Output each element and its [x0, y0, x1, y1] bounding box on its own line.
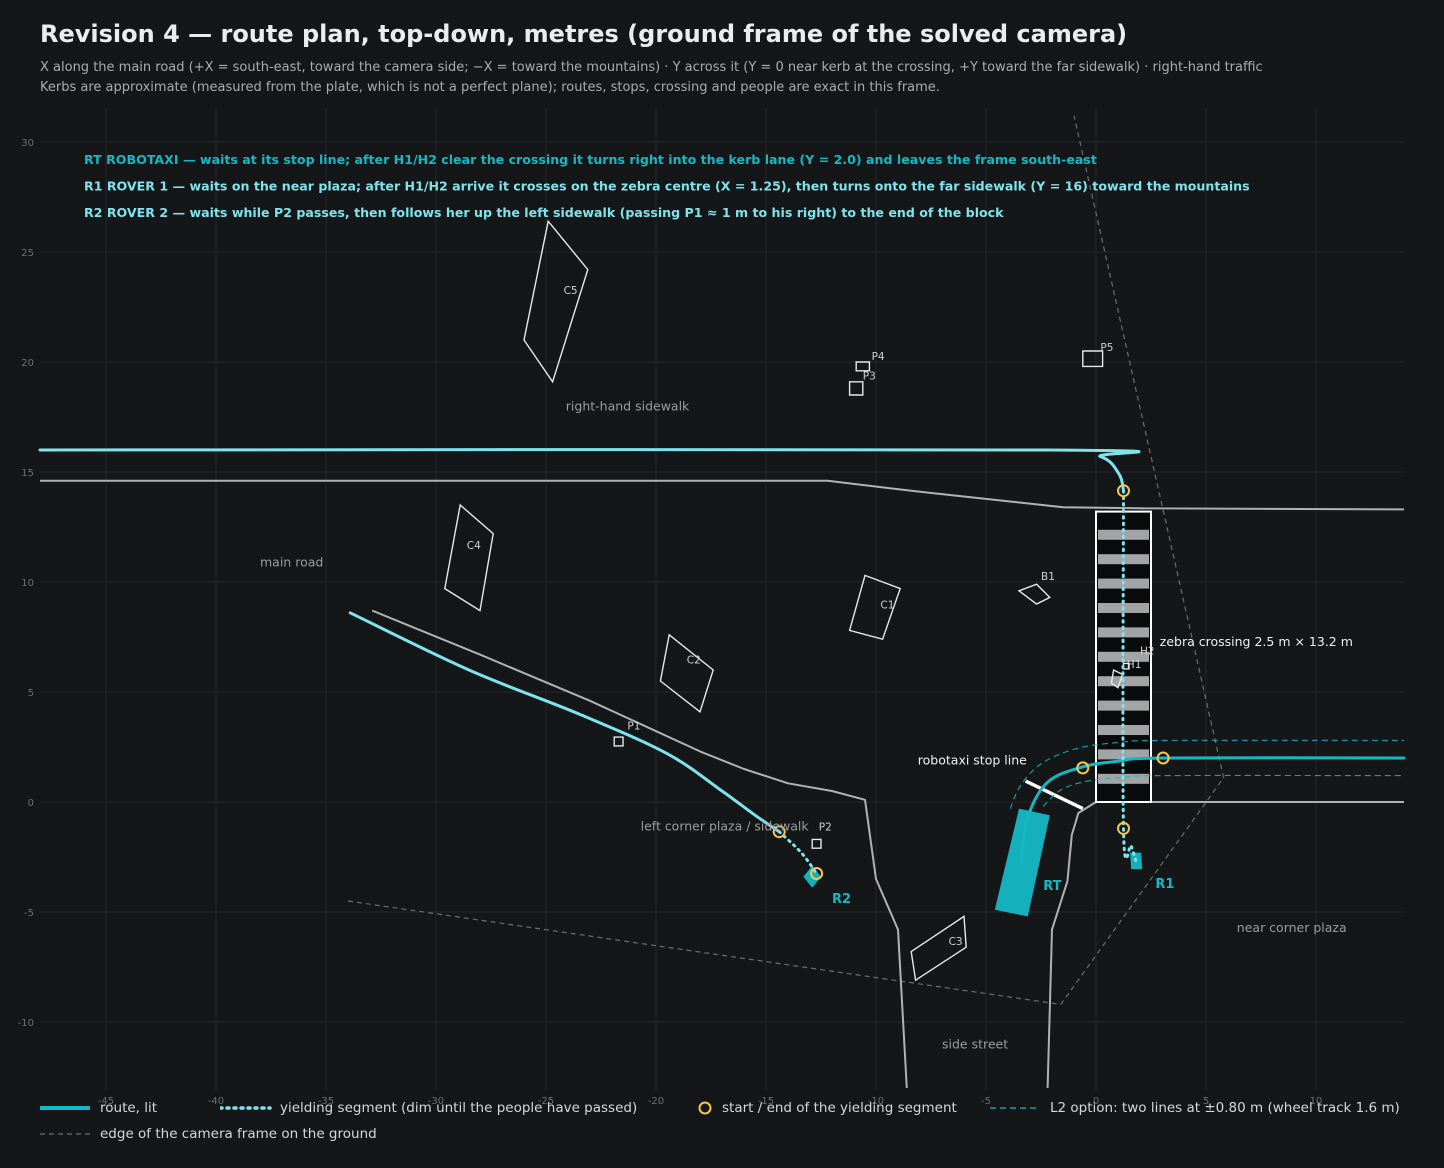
area-label: zebra crossing 2.5 m × 13.2 m [1160, 634, 1353, 649]
zebra-stripe [1098, 749, 1149, 760]
object-label-b1: B1 [1041, 571, 1055, 583]
object-label-c3: C3 [949, 936, 963, 948]
route-r2-yield [777, 830, 819, 875]
legend-marker-label: start / end of the yielding segment [722, 1100, 957, 1116]
legend-l2-label: L2 option: two lines at ±0.80 m (wheel t… [1050, 1100, 1400, 1116]
object-label-c5: C5 [564, 285, 578, 297]
object-label-p3: P3 [863, 371, 876, 383]
near-kerb-main-road [1046, 801, 1404, 1089]
route-note-1: RT ROBOTAXI — waits at its stop line; af… [84, 152, 1097, 167]
y-tick-label: 20 [21, 358, 34, 369]
x-tick-label: -10 [868, 1096, 884, 1107]
area-label: side street [942, 1036, 1008, 1051]
y-tick-label: 15 [21, 468, 34, 479]
x-tick-label: 0 [1093, 1096, 1099, 1107]
object-c4 [444, 503, 494, 612]
route-r2-lit [348, 611, 781, 834]
route-label-r1: R1 [1155, 877, 1174, 892]
x-tick-label: -5 [981, 1096, 991, 1107]
object-label-c4: C4 [467, 540, 481, 552]
far-kerb [40, 479, 1405, 511]
x-tick-label: -20 [648, 1096, 664, 1107]
legend-frame-swatch [40, 1133, 90, 1135]
object-p4 [855, 361, 871, 372]
page-title: Revision 4 — route plan, top-down, metre… [40, 20, 1128, 48]
legend-route-label: route, lit [100, 1100, 158, 1116]
yield-marker [1117, 821, 1130, 835]
y-tick-label: 5 [28, 688, 34, 699]
object-c2 [659, 633, 715, 713]
yield-marker [772, 825, 786, 839]
zebra-stripe [1098, 651, 1149, 662]
legend-route-swatch [40, 1106, 90, 1110]
yield-marker [1117, 484, 1130, 498]
y-tick-label: -10 [18, 1018, 34, 1029]
y-tick-label: -5 [24, 908, 34, 919]
object-label-c1: C1 [880, 599, 894, 611]
x-tick-label: -45 [98, 1096, 114, 1107]
yield-marker [810, 867, 824, 880]
legend-marker: start / end of the yielding segment [698, 1100, 957, 1116]
route-r1-yield [1121, 489, 1139, 866]
object-label-p2: P2 [819, 822, 832, 834]
legend-frame-label: edge of the camera frame on the ground [100, 1126, 377, 1142]
route-label-rt: RT [1043, 879, 1061, 894]
route-note-3: R2 ROVER 2 — waits while P2 passes, then… [84, 205, 1004, 220]
object-h1 [1110, 668, 1124, 689]
x-tick-label: -40 [208, 1096, 224, 1107]
object-b1 [1017, 583, 1051, 605]
x-tick-label: -30 [428, 1096, 444, 1107]
object-label-p1: P1 [627, 720, 640, 732]
object-p2 [811, 838, 822, 849]
yield-marker [1076, 761, 1090, 775]
x-tick-label: -25 [538, 1096, 554, 1107]
x-tick-label: -15 [758, 1096, 774, 1107]
left-corner-kerb [371, 609, 908, 1089]
legend-marker-swatch [698, 1101, 712, 1115]
legend-l2-swatch [990, 1107, 1040, 1109]
area-label: main road [260, 555, 323, 570]
route-rt-l2-line [1042, 774, 1405, 807]
object-label-c2: C2 [687, 654, 701, 666]
object-c3 [910, 915, 967, 982]
object-p1 [613, 736, 624, 747]
x-tick-label: 5 [1203, 1096, 1209, 1107]
y-tick-label: 25 [21, 248, 34, 259]
route-rt-l2-line [1009, 739, 1405, 809]
route-rt-lit [1019, 756, 1406, 866]
object-c5 [523, 219, 589, 384]
object-p5 [1082, 350, 1104, 368]
route-note-2: R1 ROVER 1 — waits on the near plaza; af… [84, 179, 1250, 194]
object-label-h2: H2 [1140, 646, 1155, 658]
x-tick-label: -35 [318, 1096, 334, 1107]
yield-marker [1156, 751, 1170, 765]
object-label-h1: H1 [1127, 659, 1142, 671]
legend-l2: L2 option: two lines at ±0.80 m (wheel t… [990, 1100, 1400, 1116]
legend-yield-swatch [220, 1106, 272, 1110]
object-label-p5: P5 [1100, 342, 1113, 354]
y-tick-label: 10 [21, 578, 34, 589]
object-c1 [848, 574, 902, 641]
subtitle-axes: X along the main road (+X = south-east, … [40, 60, 1263, 75]
y-tick-label: 0 [28, 798, 34, 809]
legend-yield: yielding segment (dim until the people h… [220, 1100, 637, 1116]
camera-frame-edge [347, 115, 1225, 1006]
legend-yield-label: yielding segment (dim until the people h… [280, 1100, 638, 1116]
route-label-r2: R2 [832, 892, 851, 907]
zebra-stripe [1098, 554, 1149, 565]
area-label: near corner plaza [1237, 920, 1347, 935]
object-label-p4: P4 [872, 351, 885, 363]
x-tick-label: 10 [1310, 1096, 1323, 1107]
legend-route: route, lit [40, 1100, 157, 1116]
y-tick-label: 30 [21, 138, 34, 149]
subtitle-kerbs: Kerbs are approximate (measured from the… [40, 80, 940, 95]
object-p3 [848, 381, 864, 396]
area-label: left corner plaza / sidewalk [641, 819, 810, 834]
area-label: robotaxi stop line [918, 753, 1027, 768]
route-r1-lit [38, 448, 1141, 493]
legend-frame: edge of the camera frame on the ground [40, 1126, 377, 1142]
area-label: right-hand sidewalk [566, 398, 690, 413]
